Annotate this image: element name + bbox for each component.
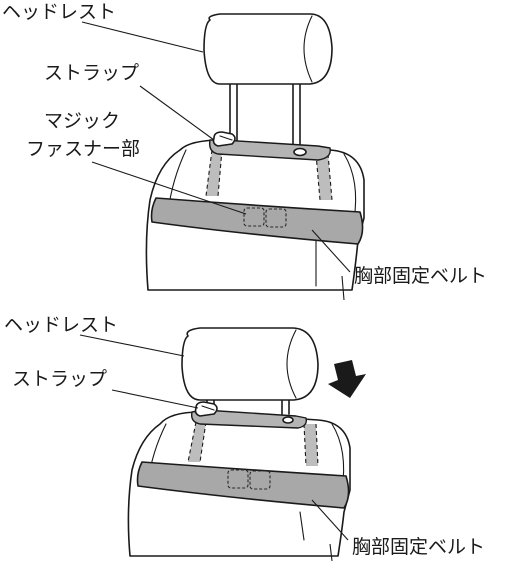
chest-belt-lower — [136, 461, 350, 509]
headrest-lowered — [181, 327, 319, 401]
label-chest-belt-lower: 胸部固定ベルト — [352, 536, 485, 558]
headrest — [203, 13, 333, 85]
leader-chest-belt-lower — [311, 499, 349, 541]
label-headrest: ヘッドレスト — [2, 1, 116, 23]
label-strap-lower: ストラップ — [12, 368, 107, 390]
strap-guides-lower — [187, 421, 319, 467]
leader-strap — [139, 85, 215, 141]
down-arrow-icon — [328, 360, 366, 398]
strap-guides — [205, 149, 333, 201]
leader-chest-belt — [311, 229, 351, 273]
headrest-posts — [229, 79, 301, 149]
leader-velcro — [91, 161, 247, 215]
leader-headrest-lower — [79, 334, 185, 357]
chest-belt — [150, 197, 364, 245]
top-strap — [208, 131, 331, 161]
leader-headrest — [81, 21, 204, 53]
label-headrest-lower: ヘッドレスト — [4, 314, 118, 336]
label-velcro-line2: ファスナー部 — [26, 138, 140, 160]
velcro-patch-lower — [227, 469, 271, 490]
top-strap-lower — [190, 401, 308, 429]
leader-chest-belt-tick-lower — [329, 543, 333, 561]
velcro-patch — [243, 207, 287, 228]
label-velcro-line1: マジック — [44, 110, 120, 132]
leader-chest-belt-tick — [341, 275, 345, 301]
top-diagram: ヘッドレスト ストラップ マジック ファスナー部 胸部固定ベルト — [2, 1, 487, 301]
leader-strap-lower — [111, 389, 199, 409]
label-chest-belt: 胸部固定ベルト — [354, 265, 487, 287]
bottom-diagram: ヘッドレスト ストラップ 胸部固定ベルト — [4, 314, 485, 561]
label-strap: ストラップ — [44, 62, 139, 84]
